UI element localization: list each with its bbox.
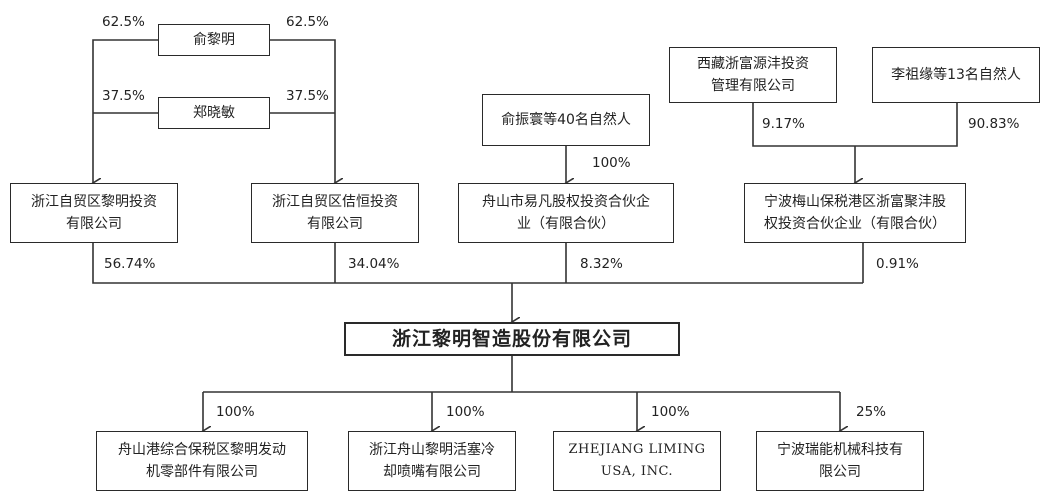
entity-xizang-label: 西藏浙富源沣投资 管理有限公司 xyxy=(697,56,809,94)
person-yu-liming: 俞黎明 xyxy=(158,24,270,56)
pct-company-ruineng: 25% xyxy=(856,404,887,420)
person-li-zuyuan-group: 李祖缘等13名自然人 xyxy=(872,47,1040,103)
subsidiary-huosai-label: 浙江舟山黎明活塞冷 却喷嘴有限公司 xyxy=(369,442,495,480)
shareholder-yifan: 舟山市易凡股权投资合伙企 业（有限合伙） xyxy=(458,183,674,243)
subsidiary-ruineng-label: 宁波瑞能机械科技有 限公司 xyxy=(777,442,903,480)
edge-company-bus xyxy=(203,356,840,393)
main-company-label: 浙江黎明智造股份有限公司 xyxy=(391,328,632,350)
pct-yifan-company: 8.32% xyxy=(580,256,623,272)
pct-company-fadongji: 100% xyxy=(216,404,255,420)
shareholder-xinheng-label: 浙江自贸区佶恒投资 有限公司 xyxy=(272,194,398,232)
pct-yu-liming: 62.5% xyxy=(102,14,145,30)
pct-liming-company: 56.74% xyxy=(104,256,156,272)
entity-xizang-fuyuan: 西藏浙富源沣投资 管理有限公司 xyxy=(669,47,837,103)
pct-zheng-liming: 37.5% xyxy=(102,88,145,104)
person-li-zuyuan-label: 李祖缘等13名自然人 xyxy=(891,67,1021,83)
shareholder-fuju: 宁波梅山保税港区浙富聚沣股 权投资合伙企业（有限合伙） xyxy=(744,183,966,243)
pct-li-fuju: 90.83% xyxy=(968,116,1020,132)
shareholder-liming-label: 浙江自贸区黎明投资 有限公司 xyxy=(31,194,157,232)
pct-company-huosai: 100% xyxy=(446,404,485,420)
subsidiary-ruineng: 宁波瑞能机械科技有 限公司 xyxy=(756,431,924,491)
person-yu-liming-label: 俞黎明 xyxy=(193,32,235,48)
subsidiary-fadongji-label: 舟山港综合保税区黎明发动 机零部件有限公司 xyxy=(118,442,286,480)
pct-zheng-xinheng: 37.5% xyxy=(286,88,329,104)
person-yu-zhensai-group: 俞振寰等40名自然人 xyxy=(482,94,650,146)
shareholder-liming-touzi: 浙江自贸区黎明投资 有限公司 xyxy=(10,183,178,243)
subsidiary-fadongji: 舟山港综合保税区黎明发动 机零部件有限公司 xyxy=(96,431,308,491)
person-zheng-xiaomin-label: 郑晓敏 xyxy=(193,105,235,121)
shareholder-yifan-label: 舟山市易凡股权投资合伙企 业（有限合伙） xyxy=(482,194,650,232)
edge-yu-liming xyxy=(93,39,158,183)
person-zheng-xiaomin: 郑晓敏 xyxy=(158,97,270,129)
person-yu-zhensai-label: 俞振寰等40名自然人 xyxy=(501,112,631,128)
pct-yuzs-yifan: 100% xyxy=(592,155,631,171)
subsidiary-huosai: 浙江舟山黎明活塞冷 却喷嘴有限公司 xyxy=(348,431,516,491)
pct-yu-xinheng: 62.5% xyxy=(286,14,329,30)
edge-shareholders-bus xyxy=(92,243,864,284)
shareholder-xinheng-touzi: 浙江自贸区佶恒投资 有限公司 xyxy=(251,183,419,243)
subsidiary-usa-label: ZHEJIANG LIMING USA, INC. xyxy=(568,442,706,479)
pct-fuju-company: 0.91% xyxy=(876,256,919,272)
pct-xinheng-company: 34.04% xyxy=(348,256,400,272)
pct-xizang-fuju: 9.17% xyxy=(762,116,805,132)
edge-yu-xinheng xyxy=(270,39,335,183)
subsidiary-usa: ZHEJIANG LIMING USA, INC. xyxy=(553,431,721,491)
main-company: 浙江黎明智造股份有限公司 xyxy=(344,322,680,356)
pct-company-usa: 100% xyxy=(651,404,690,420)
shareholder-fuju-label: 宁波梅山保税港区浙富聚沣股 权投资合伙企业（有限合伙） xyxy=(764,194,946,232)
